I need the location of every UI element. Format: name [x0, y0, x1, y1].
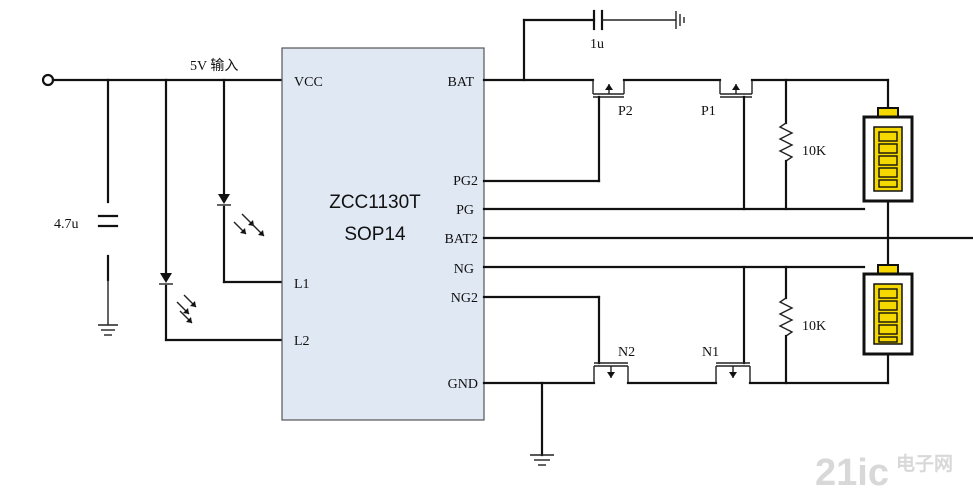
watermark-main: 21ic	[815, 452, 889, 494]
resistor-bottom: 10K	[778, 265, 826, 385]
nmos-n2-label: N2	[618, 345, 635, 360]
nmos-pair: N2 N1	[482, 265, 751, 466]
battery-top	[862, 107, 914, 203]
nmos-n1-label: N1	[702, 345, 719, 360]
watermark-logo: 21ic 电子网	[815, 452, 953, 494]
battery-bottom	[862, 264, 914, 356]
pin-vcc: VCC	[294, 75, 323, 90]
resistor-top: 10K	[778, 78, 826, 211]
chip-body	[281, 47, 485, 421]
pin-ng: NG	[454, 262, 474, 277]
ic-chip: ZCC1130T SOP14 VCC L1 L2 BAT PG2 PG BAT2…	[281, 47, 485, 421]
chip-package: SOP14	[344, 224, 406, 245]
pin-pg: PG	[456, 203, 474, 218]
resistor-bottom-label: 10K	[802, 319, 826, 334]
pmos-pair: P2 P1	[592, 78, 753, 211]
bat-cap-label: 1u	[590, 37, 604, 52]
pin-l2: L2	[294, 334, 310, 349]
pin-bat2: BAT2	[445, 232, 478, 247]
pin-ng2: NG2	[451, 291, 478, 306]
led-1-branch	[217, 78, 284, 284]
led-1-diode	[218, 194, 230, 204]
pmos-p2-label: P2	[618, 104, 633, 119]
pmos-p1-label: P1	[701, 104, 716, 119]
nmos-n1	[715, 265, 751, 383]
pmos-p2	[592, 80, 625, 183]
pin-gnd: GND	[448, 377, 478, 392]
resistor-top-label: 10K	[802, 144, 826, 159]
input-cap-label: 4.7u	[54, 217, 79, 232]
pmos-p1	[719, 80, 753, 211]
input-terminal	[41, 73, 55, 87]
nmos-n2	[593, 295, 629, 383]
led-2-diode	[160, 273, 172, 283]
input-section: 5V 输入 4.7u	[41, 58, 284, 342]
watermark-sub: 电子网	[896, 452, 953, 475]
bat-net: 1u	[482, 9, 685, 82]
pin-l1: L1	[294, 277, 310, 292]
pin-pg2: PG2	[453, 174, 478, 189]
led-2-branch	[159, 78, 284, 342]
supply-label: 5V 输入	[190, 58, 238, 74]
input-capacitor	[97, 78, 119, 336]
pin-bat: BAT	[448, 75, 475, 90]
chip-name: ZCC1130T	[329, 192, 421, 213]
